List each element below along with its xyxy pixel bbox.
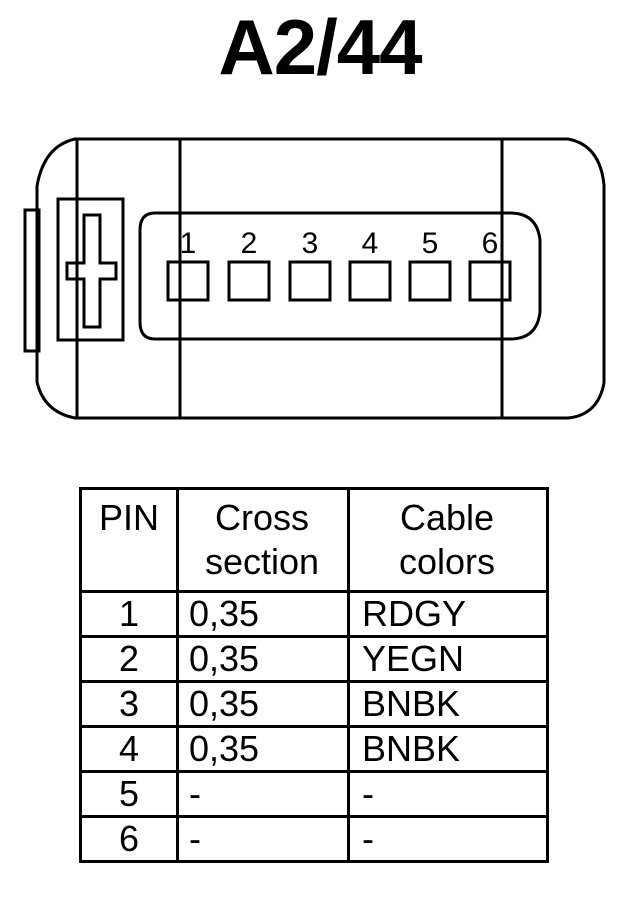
cell-cable-color: YEGN	[347, 635, 549, 683]
pin-number-label: 6	[482, 227, 499, 260]
cell-cable-color: -	[347, 815, 549, 863]
cell-pin: 2	[79, 635, 179, 683]
header-cable-colors: Cable colors	[347, 487, 549, 593]
pin-contact-4	[348, 260, 392, 302]
table-row: 5 - -	[79, 770, 549, 818]
table-row: 1 0,35 RDGY	[79, 590, 549, 638]
table-row: 4 0,35 BNBK	[79, 725, 549, 773]
cell-cable-color: BNBK	[347, 725, 549, 773]
pin-number-label: 4	[362, 227, 379, 260]
pin-contact-6	[468, 260, 512, 302]
cell-pin: 5	[79, 770, 179, 818]
pin-assignment-table: PIN Cross section Cable colors 1 0,35 RD…	[79, 487, 549, 863]
cell-cross-section: 0,35	[176, 680, 350, 728]
header-cross-section-line2: section	[204, 541, 320, 582]
table-row: 3 0,35 BNBK	[79, 680, 549, 728]
pin-number-label: 2	[241, 227, 258, 260]
table-header-row: PIN Cross section Cable colors	[79, 487, 549, 593]
connector-housing-outline	[35, 137, 606, 420]
latch-tab	[23, 208, 41, 353]
header-cable-colors-line2: colors	[398, 541, 496, 582]
connector-title: A2/44	[218, 3, 422, 91]
pin-contact-2	[227, 260, 271, 302]
header-cross-section: Cross section	[176, 487, 350, 593]
cell-cable-color: BNBK	[347, 680, 549, 728]
pin-number-label: 1	[180, 227, 197, 260]
header-cross-section-line1: Cross	[214, 497, 309, 538]
cell-cable-color: -	[347, 770, 549, 818]
pin-contact-1	[166, 260, 210, 302]
header-pin-label: PIN	[98, 497, 159, 538]
pin-cavity-outline	[138, 211, 542, 341]
connector-diagram: 1 2 3 4 5 6	[23, 137, 606, 420]
cell-cross-section: 0,35	[176, 590, 350, 638]
cell-cross-section: 0,35	[176, 725, 350, 773]
pin-number-label: 5	[422, 227, 439, 260]
pin-contact-3	[288, 260, 332, 302]
cell-cross-section: -	[176, 770, 350, 818]
coding-key-box	[56, 197, 125, 342]
cell-pin: 6	[79, 815, 179, 863]
cell-pin: 1	[79, 590, 179, 638]
cell-cross-section: -	[176, 815, 350, 863]
header-cable-colors-line1: Cable	[399, 497, 495, 538]
table-row: 2 0,35 YEGN	[79, 635, 549, 683]
cell-pin: 3	[79, 680, 179, 728]
header-pin: PIN	[79, 487, 179, 593]
table-row: 6 - -	[79, 815, 549, 863]
pin-contact-5	[408, 260, 452, 302]
pin-number-label: 3	[302, 227, 319, 260]
coding-key-cross-icon	[65, 213, 118, 329]
cell-pin: 4	[79, 725, 179, 773]
cell-cross-section: 0,35	[176, 635, 350, 683]
cell-cable-color: RDGY	[347, 590, 549, 638]
